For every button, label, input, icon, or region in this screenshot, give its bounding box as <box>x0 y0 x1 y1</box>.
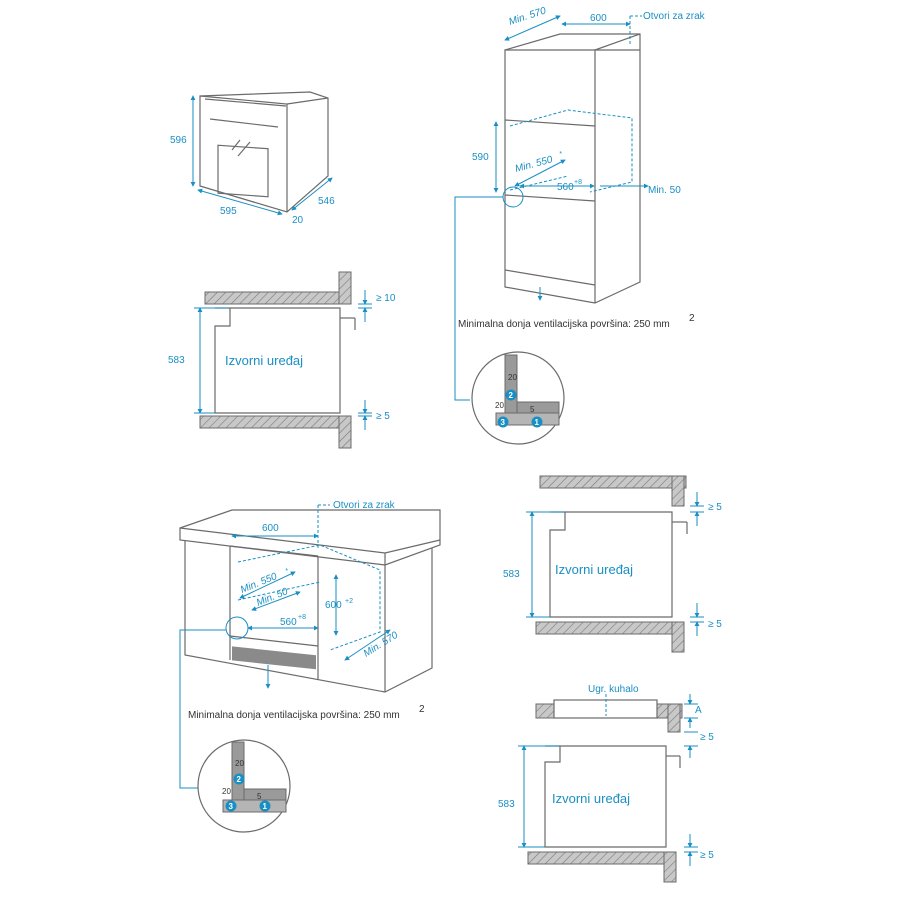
counter-vent-caption-sup: 2 <box>419 704 425 715</box>
badge-2: 2 <box>509 391 514 400</box>
badge-3-bottom: 3 <box>229 802 234 811</box>
detail-bottom-20a: 20 <box>235 759 244 768</box>
bottom-appliance-label: Izvorni uređaj <box>552 791 630 806</box>
column-560-sup: +8 <box>574 179 582 186</box>
counter-height-sup: +2 <box>345 598 353 605</box>
side-section-bottom: Ugr. kuhalo A ≥ 5 583 Izvorni uređaj ≥ 5 <box>498 684 714 883</box>
detail-top-20b: 20 <box>495 401 504 410</box>
detail-bottom-5: 5 <box>257 792 262 801</box>
detail-circle-bottom: 20 20 5 2 3 1 <box>197 739 291 833</box>
counter-min50-label: Min. 50 <box>255 586 290 609</box>
badge-1-bottom: 1 <box>263 802 268 811</box>
badge-2-bottom: 2 <box>237 775 242 784</box>
counter-vent-caption: Minimalna donja ventilacijska površina: … <box>188 710 400 721</box>
counter-air-vents-label: Otvori za zrak <box>333 500 396 511</box>
top-appliance-label: Izvorni uređaj <box>225 353 303 368</box>
oven-height-label: 596 <box>170 135 187 146</box>
tall-column-view: Min. 570 600 Otvori za zrak 590 Min. 550… <box>454 5 706 401</box>
counter-560-sup: +8 <box>298 614 306 621</box>
badge-1: 1 <box>535 418 540 427</box>
side-section-middle: ≥ 5 583 Izvorni uređaj ≥ 5 <box>503 475 722 653</box>
top-height-label: 583 <box>168 355 185 366</box>
detail-top-5: 5 <box>530 405 535 414</box>
top-bottom-gap-label: ≥ 5 <box>376 411 390 422</box>
mid-height-label: 583 <box>503 569 520 580</box>
detail-bottom-20b: 20 <box>222 787 231 796</box>
mid-appliance-label: Izvorni uređaj <box>555 562 633 577</box>
oven-width-label: 595 <box>220 206 237 217</box>
counter-view: Otvori za zrak 600 Min. 550 * Min. 50 60… <box>179 500 441 789</box>
column-min50-label: Min. 50 <box>648 185 681 196</box>
mid-bottom-gap-label: ≥ 5 <box>708 619 722 630</box>
hob-label: Ugr. kuhalo <box>588 684 639 695</box>
oven-door-label: 20 <box>292 215 304 226</box>
oven-depth-label: 546 <box>318 196 335 207</box>
column-min550-label: Min. 550 <box>514 154 554 175</box>
column-vent-caption-sup: 2 <box>689 313 695 324</box>
counter-560-label: 560 <box>280 617 297 628</box>
column-min550-sup: * <box>559 151 562 158</box>
column-560-label: 560 <box>557 182 574 193</box>
bottom-gap-label: ≥ 5 <box>700 732 714 743</box>
oven-3d-view: 596 595 546 20 <box>170 91 335 226</box>
bottom-bottom-gap-label: ≥ 5 <box>700 850 714 861</box>
counter-height-label: 600 <box>325 600 342 611</box>
top-gap-label: ≥ 10 <box>376 293 396 304</box>
side-section-top: ≥ 10 583 Izvorni uređaj ≥ 5 <box>168 271 396 449</box>
bottom-height-label: 583 <box>498 799 515 810</box>
detail-top-20a: 20 <box>508 373 517 382</box>
column-width-label: 600 <box>590 13 607 24</box>
counter-width-label: 600 <box>262 523 279 534</box>
badge-3: 3 <box>501 418 506 427</box>
mid-gap-label: ≥ 5 <box>708 502 722 513</box>
detail-circle-top: 20 20 5 2 3 1 <box>471 351 565 445</box>
counter-min550-sup: * <box>285 568 288 575</box>
a-label: A <box>695 705 702 716</box>
column-vent-caption: Minimalna donja ventilacijska površina: … <box>458 319 670 330</box>
column-air-vents-label: Otvori za zrak <box>643 11 706 22</box>
column-height-label: 590 <box>472 152 489 163</box>
